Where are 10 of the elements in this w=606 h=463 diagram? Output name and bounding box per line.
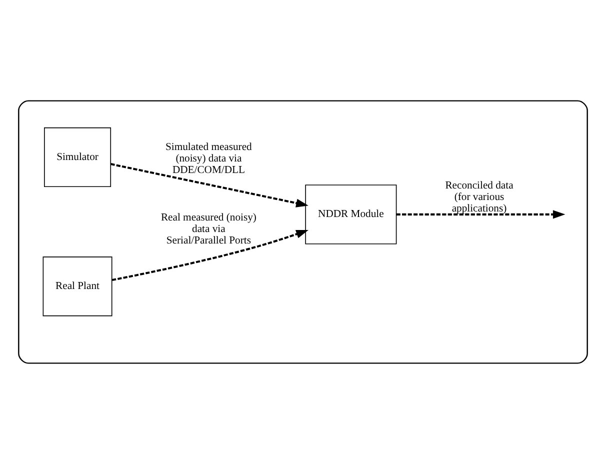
edge-label: Simulated measured (noisy) data via DDE/COM/DLL: [166, 142, 252, 176]
arrow: [112, 229, 308, 281]
cluster: [18, 100, 588, 364]
node-box: Real Plant: [42, 256, 112, 316]
edge-label: Real measured (noisy) data via Serial/Parallel Ports: [160, 212, 256, 246]
edge-label: Reconciled data (for various applications): [445, 180, 514, 214]
arrow: [110, 162, 308, 207]
arrow: [396, 210, 566, 218]
node-box: NDDR Module: [305, 184, 397, 244]
node-box: Simulator: [44, 126, 112, 187]
